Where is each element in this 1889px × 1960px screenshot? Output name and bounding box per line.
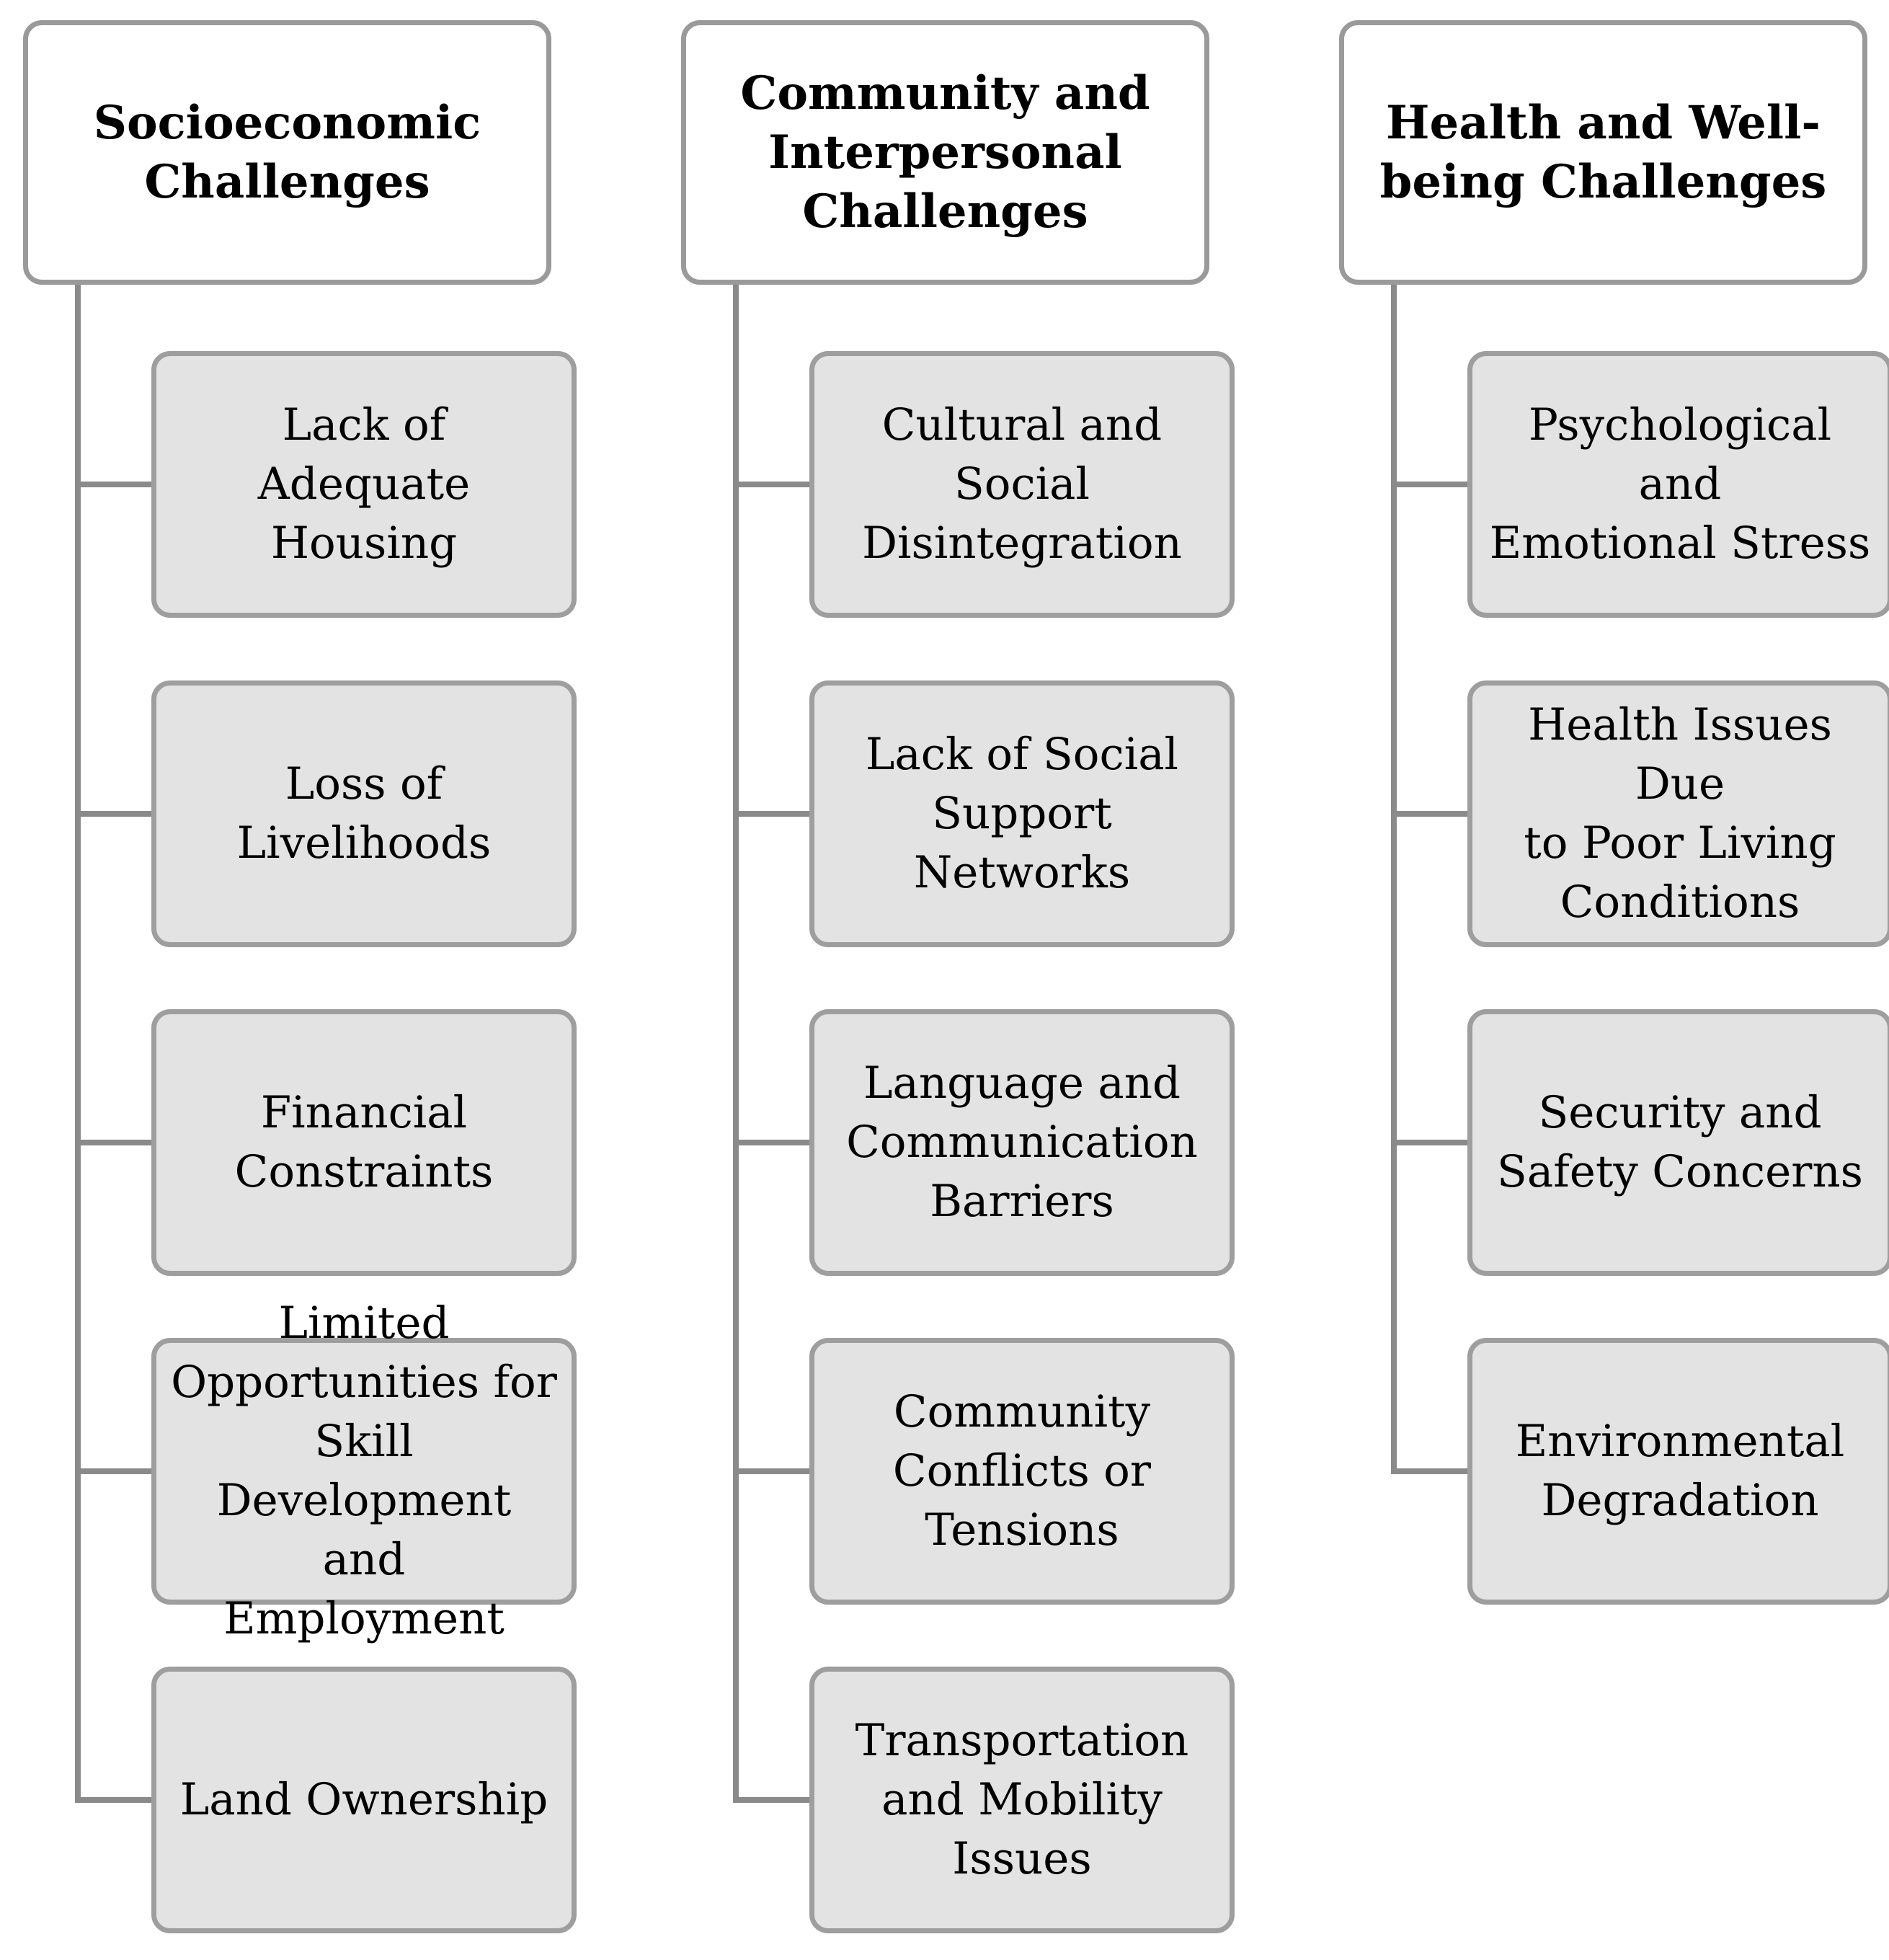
connector-branch-line	[733, 1797, 812, 1803]
challenge-item-box: Psychological and Emotional Stress	[1467, 351, 1889, 618]
connector-branch-line	[733, 1140, 812, 1145]
challenge-item-label: Security and Safety Concerns	[1497, 1087, 1863, 1197]
challenge-item-box: Lack of Social Support Networks	[809, 680, 1235, 947]
challenge-item-box: Cultural and Social Disintegration	[809, 351, 1235, 618]
category-header-box: Health and Well- being Challenges	[1339, 20, 1867, 285]
category-header-box: Community and Interpersonal Challenges	[681, 20, 1209, 285]
challenge-item-label: Psychological and Emotional Stress	[1489, 399, 1871, 569]
challenge-item-box: Environmental Degradation	[1467, 1338, 1889, 1605]
challenge-item-label: Lack of Social Support Networks	[865, 729, 1179, 898]
challenge-item-label: Environmental Degradation	[1515, 1416, 1845, 1526]
challenge-item-label: Lack of Adequate Housing	[257, 399, 471, 569]
connector-branch-line	[1391, 1140, 1470, 1145]
challenge-item-label: Language and Communication Barriers	[846, 1057, 1198, 1227]
connector-branch-line	[75, 811, 154, 817]
challenge-item-box: Security and Safety Concerns	[1467, 1009, 1889, 1276]
challenge-item-label: Health Issues Due to Poor Living Conditi…	[1524, 699, 1836, 928]
challenge-item-label: Transportation and Mobility Issues	[855, 1715, 1189, 1884]
connector-branch-line	[733, 1468, 812, 1474]
connector-trunk-line	[75, 285, 81, 1803]
challenge-item-label: Community Conflicts or Tensions	[892, 1386, 1152, 1556]
connector-branch-line	[733, 811, 812, 817]
category-header-box: Socioeconomic Challenges	[23, 20, 551, 285]
category-title: Health and Well- being Challenges	[1379, 95, 1827, 209]
challenge-item-box: Land Ownership	[151, 1667, 577, 1933]
challenge-item-label: Cultural and Social Disintegration	[862, 399, 1182, 569]
challenge-item-box: Health Issues Due to Poor Living Conditi…	[1467, 680, 1889, 947]
connector-branch-line	[733, 482, 812, 487]
challenge-item-label: Financial Constraints	[234, 1087, 494, 1197]
connector-trunk-line	[733, 285, 739, 1803]
connector-branch-line	[75, 1140, 154, 1145]
challenge-item-box: Limited Opportunities for Skill Developm…	[151, 1298, 577, 1644]
challenge-item-box: Community Conflicts or Tensions	[809, 1338, 1235, 1605]
challenge-item-box: Financial Constraints	[151, 1009, 577, 1276]
challenge-item-label: Land Ownership	[179, 1774, 548, 1825]
category-title: Socioeconomic Challenges	[93, 95, 481, 209]
connector-branch-line	[75, 1797, 154, 1803]
connector-branch-line	[1391, 482, 1470, 487]
category-title: Community and Interpersonal Challenges	[740, 66, 1150, 239]
challenge-item-box: Loss of Livelihoods	[151, 680, 577, 947]
challenge-item-box: Lack of Adequate Housing	[151, 351, 577, 618]
challenge-item-box: Transportation and Mobility Issues	[809, 1667, 1235, 1933]
connector-branch-line	[75, 482, 154, 487]
connector-branch-line	[1391, 1468, 1470, 1474]
challenge-item-label: Limited Opportunities for Skill Developm…	[171, 1298, 557, 1644]
connector-trunk-line	[1391, 285, 1397, 1474]
connector-branch-line	[75, 1468, 154, 1474]
connector-branch-line	[1391, 811, 1470, 817]
challenge-item-label: Loss of Livelihoods	[236, 758, 492, 869]
challenge-item-box: Language and Communication Barriers	[809, 1009, 1235, 1276]
